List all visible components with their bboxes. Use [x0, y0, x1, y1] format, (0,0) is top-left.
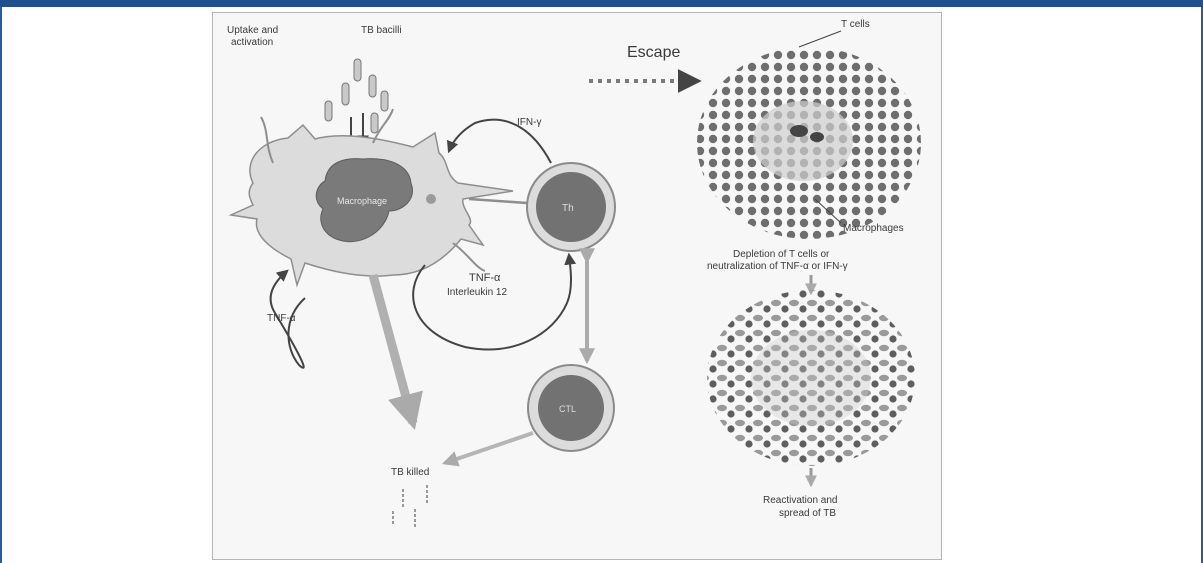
granuloma-disrupted [707, 290, 915, 466]
tb-immune-response-figure: Uptake and activation TB bacilli Macroph… [212, 12, 942, 560]
ctl-kill-arrow [445, 433, 533, 463]
figure-canvas: Uptake and activation TB bacilli Macroph… [213, 13, 941, 559]
bacillus-rod [371, 113, 378, 133]
header-bar [0, 0, 1203, 7]
reactivation-label-line2: spread of TB [779, 508, 836, 519]
killed-bacilli-fragments [393, 485, 427, 529]
ctl-cell: CTL [528, 365, 614, 451]
depletion-label-line1: Depletion of T cells or [733, 249, 830, 260]
macrophage-pseudopod [453, 243, 485, 271]
tb-killed-label: TB killed [391, 467, 429, 478]
depletion-label-line2: neutralization of TNF-α or IFN-γ [707, 261, 848, 272]
bacillus-rod [354, 59, 361, 81]
vacuole [426, 194, 436, 204]
granuloma-macrophage-core [810, 132, 824, 142]
bacillus-rod [381, 91, 388, 111]
tb-bacilli-rods [325, 59, 388, 133]
bacillus-rod [369, 75, 376, 97]
tnf-alpha-center-label: TNF-α [469, 272, 501, 284]
macrophage-kill-arrow [373, 275, 413, 423]
ifn-gamma-label: IFN-γ [517, 117, 541, 128]
bacillus-rod [325, 101, 332, 121]
left-rule [0, 7, 2, 563]
uptake-label-line2: activation [231, 37, 273, 48]
macrophage-cell: Macrophage [231, 109, 513, 285]
macrophages-label: Macrophages [843, 223, 904, 234]
interleukin-12-label: Interleukin 12 [447, 287, 507, 298]
th-label: Th [562, 203, 574, 214]
t-cells-pointer [799, 31, 841, 47]
tb-bacilli-label: TB bacilli [361, 25, 402, 36]
macrophage-th-bridge [469, 199, 527, 203]
ctl-label: CTL [559, 404, 576, 414]
uptake-label-line1: Uptake and [227, 25, 278, 36]
bacillus-rod [342, 83, 349, 105]
granuloma-macrophage-core [790, 125, 808, 137]
granuloma-intact [697, 47, 921, 239]
escape-label: Escape [627, 44, 680, 61]
reactivation-label-line1: Reactivation and [763, 495, 838, 506]
tnf-alpha-left-label: TNF-α [267, 313, 296, 324]
th-cell: Th [527, 163, 615, 251]
t-cells-label: T cells [841, 19, 870, 30]
tnf-il12-loop-arrow [413, 255, 571, 349]
macrophage-label: Macrophage [337, 196, 387, 206]
